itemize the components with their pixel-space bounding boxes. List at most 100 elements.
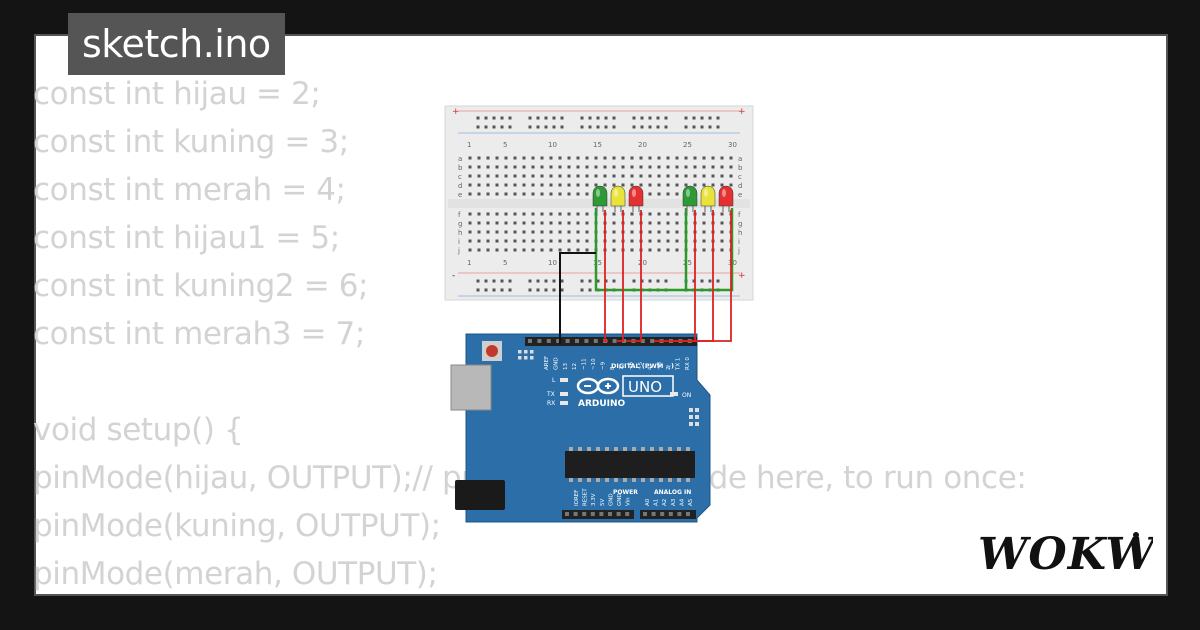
hole [468,239,472,243]
hole [720,248,724,252]
hole [585,156,589,160]
pin-label: A2 [662,499,668,506]
hole [684,125,688,129]
header-pin [686,512,690,516]
hole [567,165,571,169]
hole [477,156,481,160]
hole [666,239,670,243]
hole [603,174,607,178]
power-jack [455,480,505,510]
hole [504,174,508,178]
hole [522,156,526,160]
chip-pin [614,478,618,482]
hole [531,156,535,160]
hole [560,125,564,129]
led-tx [560,392,568,396]
column-number: 25 [683,141,692,149]
hole [729,174,733,178]
hole [528,279,532,283]
hole [477,221,481,225]
hole [675,174,679,178]
hole [588,116,592,120]
hole [729,165,733,169]
hole [639,183,643,187]
hole [477,192,481,196]
led-highlight [686,189,690,197]
hole [648,221,652,225]
hole [504,230,508,234]
hole [639,156,643,160]
hole [675,156,679,160]
hole [504,183,508,187]
hole [648,156,652,160]
hole [513,165,517,169]
hole [531,239,535,243]
led-yellow [610,185,626,212]
hole [513,248,517,252]
hole [513,230,517,234]
led-body [610,185,626,207]
hole [513,174,517,178]
hole [702,239,706,243]
pin-label: ~9 [600,361,606,370]
led-highlight [632,189,636,197]
hole [648,165,652,169]
column-number: 20 [638,259,647,267]
header-pin [556,339,561,343]
header-pin [612,339,617,343]
ground-trace [594,208,734,292]
wires [559,208,734,344]
hole [702,221,706,225]
hole [648,116,652,120]
pin-label: GND [617,493,623,506]
hole [468,165,472,169]
hole [558,165,562,169]
hole [708,116,712,120]
row-letter: h [458,229,462,237]
header-pin [546,339,551,343]
hole [612,165,616,169]
hole [544,279,548,283]
icsp-pin [689,422,693,426]
rx-label: RX [547,400,555,407]
hole [540,183,544,187]
led-body [700,185,716,207]
hole [486,192,490,196]
hole [657,212,661,216]
analog-label: ANALOG IN [654,489,691,496]
wokwi-logo: WOKWi [978,529,1153,580]
hole [528,288,532,292]
chip-pin [677,447,681,451]
hole [621,165,625,169]
column-number: 15 [593,259,602,267]
hole [729,156,733,160]
file-tab[interactable]: sketch.ino [68,13,285,75]
hole [657,230,661,234]
hole [588,125,592,129]
hole [612,212,616,216]
hole [492,279,496,283]
hole [522,212,526,216]
hole [612,279,616,283]
hole [639,165,643,169]
chip-pin [650,478,654,482]
header-pin [616,512,621,516]
hole [513,212,517,216]
hole [648,183,652,187]
chip-pin [641,478,645,482]
hole [648,239,652,243]
chip-pin [596,478,600,482]
hole [576,183,580,187]
code-line: const int hijau1 = 5; [33,220,340,256]
hole [576,192,580,196]
hole [513,183,517,187]
hole [495,174,499,178]
hole [484,116,488,120]
chip-pin [605,447,609,451]
uno-label: UNO [628,378,662,396]
hole [675,239,679,243]
pin-label: ~10 [591,358,597,370]
hole [657,156,661,160]
hole [486,183,490,187]
row-letter: f [458,211,461,219]
